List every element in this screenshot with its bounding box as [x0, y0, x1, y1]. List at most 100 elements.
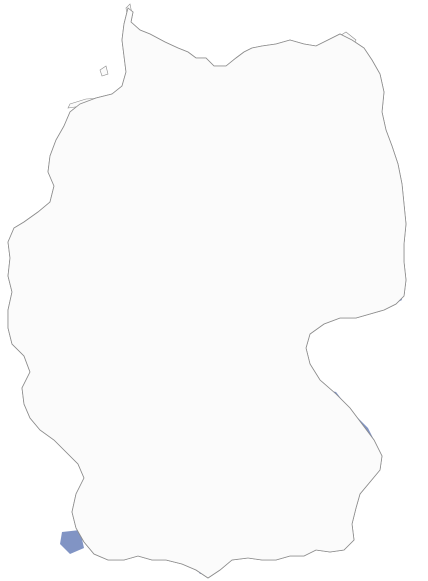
patch-speckle	[383, 441, 386, 445]
patch-speckle	[344, 386, 347, 389]
patch-speckle	[346, 398, 349, 401]
patch-speckle	[382, 392, 384, 395]
patch-speckle	[340, 387, 346, 396]
patch-speckle	[381, 418, 387, 425]
patch-speckle	[355, 373, 362, 378]
patch-speckle	[367, 416, 370, 418]
patch-speckle	[59, 121, 64, 125]
patch-speckle	[369, 387, 374, 395]
patch-speckle	[372, 433, 376, 437]
patch-speckle	[358, 374, 361, 377]
patch-speckle	[328, 380, 331, 382]
patch-speckle	[366, 402, 368, 404]
patch-speckle	[358, 401, 363, 408]
patch-speckle	[381, 426, 383, 429]
patch-speckle	[376, 438, 382, 446]
patch-speckle	[341, 374, 346, 377]
patch-speckle	[1, 280, 6, 286]
patch-speckle	[56, 448, 62, 452]
patch-speckle	[372, 405, 376, 410]
patch-speckle	[4, 275, 5, 276]
patch-speckle	[8, 287, 9, 291]
patch-speckle	[340, 392, 345, 397]
patch-speckle	[347, 385, 352, 392]
patch-speckle	[358, 395, 361, 397]
patch-speckle	[381, 411, 386, 417]
patch-speckle	[366, 385, 372, 390]
patch-speckle	[354, 519, 360, 526]
patch-speckle	[374, 434, 381, 439]
patch-speckle	[332, 388, 335, 389]
patch-speckle	[332, 379, 336, 384]
patch-speckle	[369, 394, 375, 401]
patch-speckle	[366, 405, 372, 409]
patch-speckle	[387, 411, 392, 418]
patch-speckle	[375, 403, 380, 408]
patch-speckle	[366, 417, 373, 425]
island-outline	[99, 65, 109, 77]
patch-speckle	[351, 383, 355, 386]
patch-speckle	[372, 396, 378, 404]
patch-speckle	[358, 392, 364, 400]
patch-speckle	[375, 413, 380, 420]
patch-speckle	[341, 377, 347, 382]
patch-speckle	[342, 370, 347, 373]
patch-speckle	[368, 424, 373, 429]
patch-speckle	[387, 409, 390, 412]
patch-speckle	[355, 370, 360, 377]
patch-speckle	[379, 409, 382, 414]
patch-speckle	[384, 409, 388, 412]
patch-speckle	[342, 394, 347, 399]
patch-speckle	[382, 397, 384, 400]
patch-speckle	[385, 405, 389, 408]
patch-speckle	[353, 380, 359, 384]
patch-speckle	[8, 292, 11, 298]
patch-speckle	[363, 401, 365, 403]
patch-speckle	[2, 270, 3, 271]
patch-speckle	[343, 385, 345, 387]
patch-speckle	[6, 282, 7, 283]
patch-speckle	[360, 373, 364, 375]
patch-speckle	[369, 422, 371, 424]
patch-speckle	[366, 403, 372, 411]
patch-speckle	[345, 386, 349, 392]
patch-speckle	[369, 409, 375, 415]
patch-speckle	[336, 385, 341, 388]
patch-speckle	[375, 416, 381, 420]
patch-speckle	[383, 402, 385, 404]
patch-speckle	[355, 410, 362, 414]
patch-speckle	[349, 403, 355, 407]
patch-speckle	[3, 285, 7, 289]
patch-speckle	[359, 382, 362, 385]
patch-speckle	[366, 390, 370, 393]
patch-speckle	[373, 422, 376, 424]
patch-speckle	[379, 420, 382, 424]
patch-speckle	[382, 408, 386, 413]
country-border	[7, 7, 407, 579]
patch-speckle	[0, 255, 5, 261]
patch-speckle	[359, 390, 365, 396]
patch-speckle	[325, 380, 329, 385]
patch-speckle	[370, 420, 373, 422]
patch-speckle	[354, 516, 359, 522]
patch-speckle	[371, 398, 375, 404]
patch-speckle	[376, 414, 381, 420]
patch-speckle	[356, 514, 360, 519]
patch-speckle	[354, 392, 360, 396]
patch-speckle	[362, 390, 365, 392]
patch-speckle	[5, 268, 8, 272]
patch-speckle	[355, 515, 360, 519]
patch-speckle	[382, 419, 385, 422]
patch-speckle	[383, 401, 389, 405]
patch-speckle	[383, 407, 389, 412]
patch-speckle	[377, 385, 383, 391]
patch-speckle	[366, 413, 372, 422]
patch-speckle	[371, 395, 377, 401]
patch-speckle	[380, 407, 383, 411]
patch-speckle	[366, 378, 369, 380]
patch-speckle	[334, 374, 339, 381]
patch-speckle	[330, 375, 335, 383]
patch-speckle	[355, 391, 358, 393]
